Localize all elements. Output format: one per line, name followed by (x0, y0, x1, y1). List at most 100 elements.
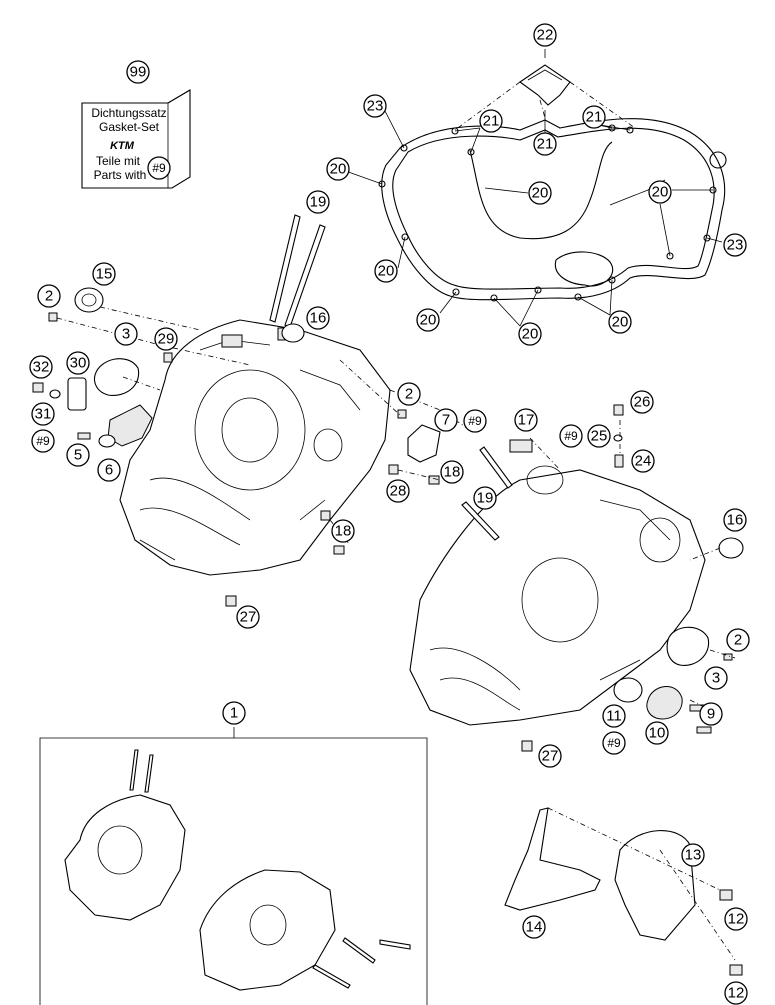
callout-20-center: 20 (528, 181, 552, 205)
svg-text:20: 20 (330, 161, 347, 178)
callout-ref-9-right: #9 (559, 424, 583, 448)
svg-text:99: 99 (130, 64, 147, 81)
callout-18-lower: 18 (331, 519, 355, 543)
svg-text:19: 19 (310, 194, 327, 211)
callout-ref-9-lower: #9 (602, 731, 626, 755)
svg-text:20: 20 (420, 312, 437, 329)
callout-14: 14 (522, 915, 546, 939)
callout-5: 5 (66, 443, 90, 467)
callout-21-center: 21 (533, 132, 557, 156)
svg-text:26: 26 (634, 394, 651, 411)
callout-23-top: 23 (363, 94, 387, 118)
kit-ref-circle: #9 (147, 156, 171, 180)
svg-text:22: 22 (537, 27, 554, 44)
svg-text:2: 2 (45, 288, 53, 305)
gasket-kit-box: Dichtungssatz Gasket-Set KTM Teile mit P… (81, 89, 191, 189)
svg-text:18: 18 (335, 523, 352, 540)
svg-text:28: 28 (390, 483, 407, 500)
right-crankcase-half (409, 439, 706, 726)
callout-20-bottom-center: 20 (518, 322, 542, 346)
callout-18-upper: 18 (440, 460, 464, 484)
callout-27-right: 27 (538, 744, 562, 768)
callout-22: 22 (533, 23, 557, 47)
svg-text:25: 25 (591, 428, 608, 445)
svg-text:3: 3 (122, 326, 130, 343)
callout-24: 24 (631, 449, 655, 473)
svg-text:21: 21 (483, 113, 500, 130)
svg-text:12: 12 (728, 985, 745, 1002)
callout-27-left: 27 (236, 605, 260, 629)
svg-text:32: 32 (33, 359, 50, 376)
svg-text:6: 6 (105, 462, 113, 479)
callout-7: 7 (434, 408, 458, 432)
svg-text:21: 21 (586, 109, 603, 126)
svg-text:5: 5 (74, 447, 82, 464)
svg-text:16: 16 (310, 310, 327, 327)
right-side-small-parts (521, 404, 744, 752)
callout-23-right: 23 (723, 233, 747, 257)
left-side-small-parts (32, 287, 441, 607)
callout-19-right: 19 (473, 486, 497, 510)
svg-text:#9: #9 (564, 429, 578, 443)
callout-20-left: 20 (326, 157, 350, 181)
callout-16-left: 16 (306, 306, 330, 330)
svg-text:#9: #9 (607, 736, 621, 750)
callout-32: 32 (29, 355, 53, 379)
callout-12-lower: 12 (724, 981, 748, 1005)
svg-text:19: 19 (477, 490, 494, 507)
svg-text:20: 20 (532, 185, 549, 202)
svg-text:#9: #9 (36, 434, 50, 448)
callout-99: 99 (126, 60, 150, 84)
callout-3-right: 3 (704, 666, 728, 690)
complete-crankcase-inset (39, 737, 428, 1005)
callout-17: 17 (514, 408, 538, 432)
svg-text:20: 20 (378, 263, 395, 280)
callout-20-lower-left: 20 (374, 259, 398, 283)
svg-text:16: 16 (727, 512, 744, 529)
svg-text:30: 30 (70, 355, 87, 372)
callout-21-right: 21 (582, 105, 606, 129)
callout-2-right: 2 (726, 628, 750, 652)
cylinder-studs-left (269, 214, 326, 328)
callout-ref-9-left: #9 (31, 429, 55, 453)
callout-11: 11 (602, 704, 626, 728)
callout-29: 29 (154, 327, 178, 351)
callout-2-left: 2 (37, 284, 61, 308)
callout-15: 15 (92, 262, 116, 286)
svg-text:23: 23 (727, 237, 744, 254)
svg-text:1: 1 (230, 705, 238, 722)
svg-text:11: 11 (606, 708, 622, 725)
callout-21-left: 21 (479, 109, 503, 133)
callout-30: 30 (66, 351, 90, 375)
svg-text:2: 2 (405, 386, 413, 403)
svg-text:29: 29 (158, 331, 175, 348)
callout-16-right: 16 (723, 508, 747, 532)
callout-12-upper: 12 (724, 907, 748, 931)
ktm-logo: KTM (110, 140, 135, 152)
svg-text:27: 27 (542, 748, 559, 765)
callout-1: 1 (222, 701, 246, 725)
svg-text:31: 31 (35, 406, 52, 423)
svg-text:17: 17 (518, 412, 535, 429)
callout-3-left: 3 (114, 322, 138, 346)
callout-6: 6 (97, 458, 121, 482)
svg-text:12: 12 (728, 911, 745, 928)
kit-line-4: Parts with (94, 168, 147, 182)
callout-26: 26 (630, 390, 654, 414)
cylinder-studs-right (461, 446, 513, 541)
callout-20-right: 20 (648, 180, 672, 204)
svg-text:2: 2 (734, 632, 742, 649)
svg-text:10: 10 (649, 725, 666, 742)
svg-text:23: 23 (367, 98, 384, 115)
callout-20-bottom-left: 20 (416, 308, 440, 332)
crankcase-gasket (378, 64, 727, 302)
svg-text:7: 7 (442, 412, 450, 429)
svg-text:20: 20 (522, 326, 539, 343)
kit-line-1: Dichtungssatz (91, 106, 166, 120)
callout-28: 28 (386, 479, 410, 503)
callout-ref-9-middle: #9 (463, 409, 487, 433)
svg-text:13: 13 (685, 847, 702, 864)
svg-text:24: 24 (635, 453, 652, 470)
svg-text:20: 20 (652, 184, 669, 201)
kit-line-2: Gasket-Set (99, 120, 160, 134)
